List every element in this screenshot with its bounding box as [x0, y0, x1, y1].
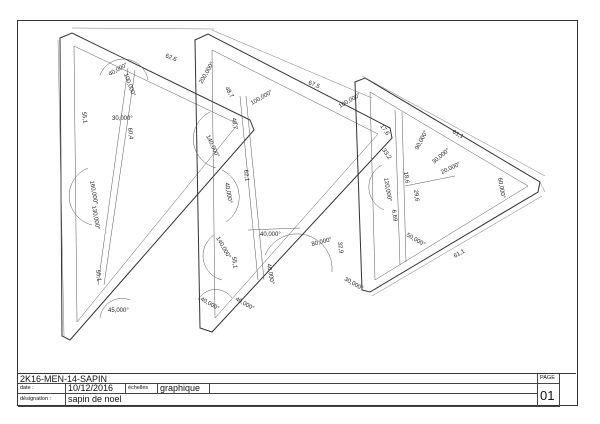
- middle-cross-strut: [247, 227, 301, 231]
- angle-arc-8: [197, 289, 233, 301]
- designation-value-cell: sapin de noel: [66, 394, 538, 407]
- length-label: 67,5: [307, 80, 321, 90]
- page-label-cell: PAGE: [538, 374, 560, 384]
- left-inner-strut-2: [103, 69, 136, 286]
- length-label: 55,1: [94, 269, 102, 282]
- length-label: 33,2: [380, 148, 392, 162]
- date-value: 10/12/2016: [68, 383, 114, 393]
- angle-label: 40,000°: [260, 232, 281, 238]
- angle-arc-2: [68, 167, 93, 226]
- length-label: 6,69: [390, 209, 398, 222]
- left-inner-strut: [97, 67, 129, 286]
- angle-label: 30,000°: [431, 147, 451, 165]
- middle-triangle-inner: [211, 49, 379, 319]
- right-triangle-outline: [354, 77, 541, 293]
- length-label: 32,9: [336, 241, 344, 254]
- reference-cell: 2K16-MEN-14-SAPIN: [18, 374, 538, 384]
- dim-line-right-vertical: [539, 181, 546, 193]
- dim-line-top-right: [361, 75, 546, 177]
- angle-label: 100,000°: [250, 89, 274, 107]
- scale-label-cell: échelles: [126, 384, 158, 394]
- middle-inner-strut-2: [245, 95, 265, 281]
- dim-line-top-left: [71, 27, 215, 30]
- designation-label-cell: désignation :: [18, 394, 66, 407]
- angle-label: 200,000°: [199, 61, 217, 85]
- designation-value: sapin de noel: [68, 394, 122, 404]
- scale-label: échelles: [128, 385, 149, 391]
- length-label: 55,1: [230, 256, 238, 269]
- left-triangle-outline: [59, 32, 255, 341]
- angle-label: 90,000°: [414, 129, 429, 151]
- dim-line-left-vertical: [57, 39, 65, 337]
- blank-cell: [210, 384, 538, 394]
- left-triangle-inner: [73, 45, 239, 323]
- length-label: 60,4: [126, 127, 134, 140]
- right-inner-strut-2: [401, 111, 407, 263]
- angle-label: 45,000°: [108, 308, 129, 314]
- scale-value: graphique: [160, 383, 201, 393]
- length-label: 55,1: [80, 111, 88, 124]
- right-triangle-inner: [369, 91, 529, 281]
- angle-arc-3: [193, 111, 217, 169]
- angle-arc-1: [99, 58, 149, 81]
- angle-arc-6: [264, 233, 333, 273]
- dim-line-top-mid: [211, 29, 373, 99]
- page-label: PAGE: [540, 375, 555, 381]
- length-label: 62,6: [164, 53, 178, 63]
- right-inner-strut: [394, 109, 401, 266]
- angle-label: 40,000°: [265, 263, 275, 285]
- angle-label: 50,000°: [405, 233, 426, 249]
- angle-label: 40,000°: [199, 297, 220, 313]
- angle-label: 130,000°: [90, 205, 100, 230]
- drawing-reference: 2K16-MEN-14-SAPIN: [20, 374, 108, 384]
- page-number-cell: 01: [538, 384, 560, 407]
- angle-arc-4: [221, 169, 240, 223]
- drawing-sheet: [17, 20, 578, 406]
- angle-label: 30,000°: [112, 116, 133, 122]
- date-label: date :: [20, 385, 34, 391]
- length-label: 48,7: [223, 86, 234, 100]
- length-label: 18,6: [402, 171, 410, 184]
- length-label: 61,1: [453, 248, 467, 259]
- angle-label: 140,000°: [214, 236, 232, 260]
- length-label: 62,1: [242, 169, 250, 182]
- angle-label: 80,000°: [311, 237, 333, 248]
- date-label-cell: date :: [18, 384, 66, 394]
- middle-inner-strut: [239, 95, 259, 281]
- angle-arc-9: [99, 298, 131, 319]
- angle-label: 120,000°: [382, 177, 392, 202]
- angle-arc-5: [202, 234, 223, 281]
- angle-arc-7: [368, 164, 385, 211]
- angle-label: 60,000°: [496, 177, 506, 199]
- date-value-cell: 10/12/2016: [66, 384, 126, 394]
- right-cross-strut: [404, 175, 456, 187]
- middle-triangle-outline: [194, 33, 393, 333]
- designation-label: désignation :: [20, 396, 52, 402]
- length-label: 40,7: [230, 117, 238, 130]
- length-label: 17,6: [378, 124, 390, 138]
- title-block: 2K16-MEN-14-SAPIN date : 10/12/2016 éche…: [18, 373, 576, 407]
- length-label: 29,6: [412, 189, 420, 202]
- page-number: 01: [540, 388, 555, 403]
- angle-label: 160,000°: [88, 180, 98, 205]
- angle-label: 20,000°: [440, 161, 462, 175]
- dim-line-bottom-right: [371, 195, 543, 297]
- scale-value-cell: graphique: [158, 384, 210, 394]
- angle-label: 40,000°: [223, 182, 233, 204]
- length-label: 61,1: [451, 129, 465, 140]
